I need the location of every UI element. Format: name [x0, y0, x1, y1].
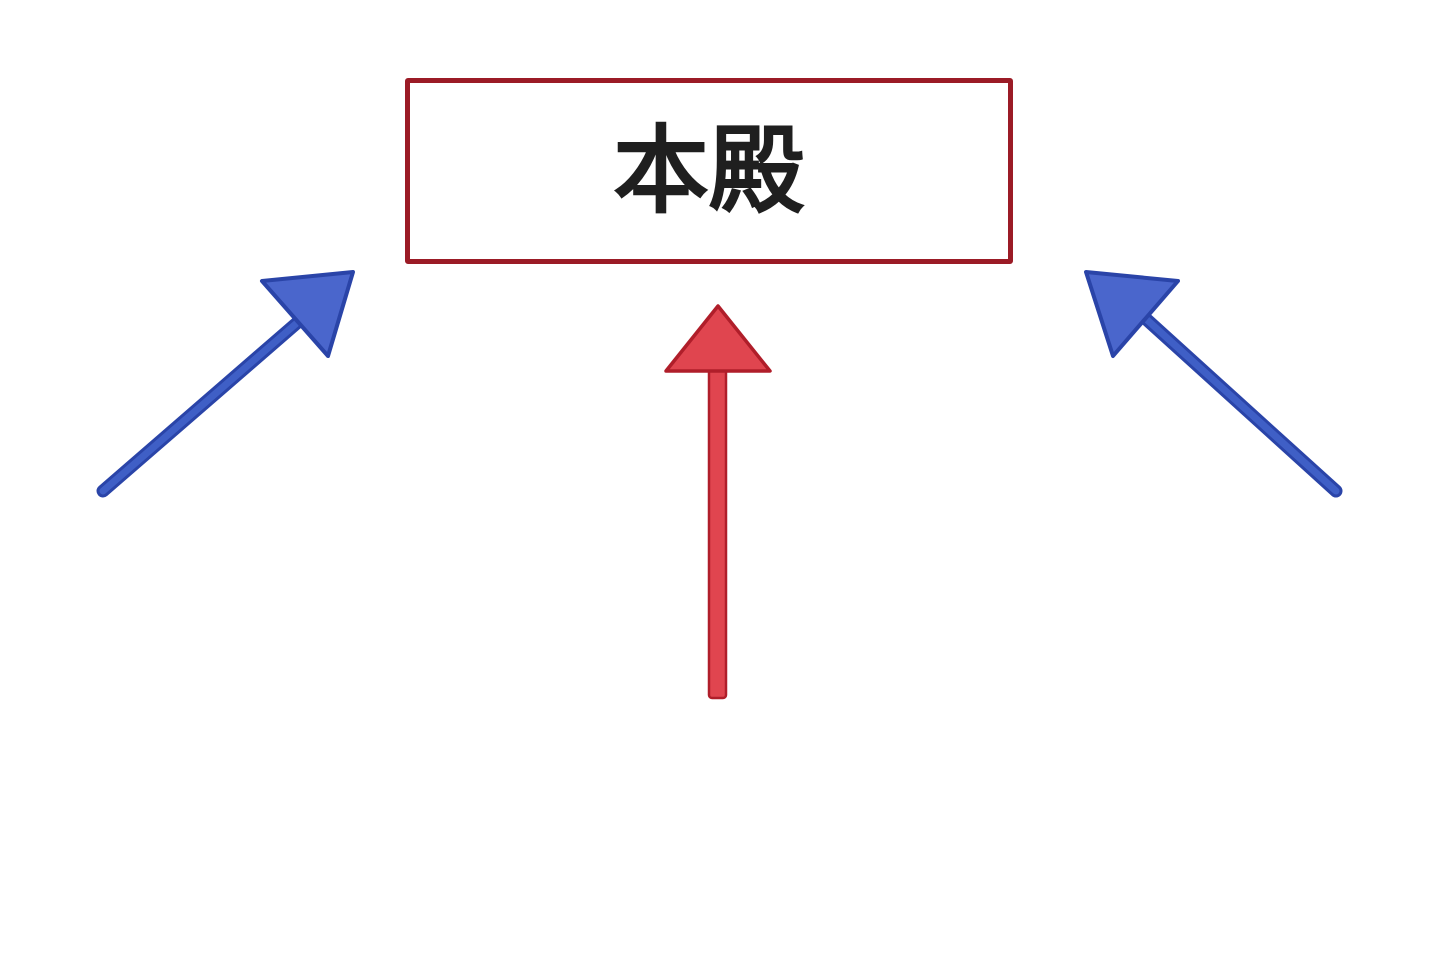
arrow-left-head	[260, 270, 355, 358]
arrow-left-shaft-fill	[99, 318, 302, 495]
arrow-center	[664, 304, 772, 700]
main-node-label: 本殿	[613, 115, 805, 227]
arrow-center-head	[664, 304, 772, 373]
arrow-left	[96, 270, 355, 498]
main-node-box: 本殿	[405, 78, 1013, 264]
arrow-right-head	[1084, 270, 1180, 358]
arrow-right-shaft-fill	[1141, 314, 1340, 495]
arrow-right	[1084, 270, 1343, 498]
arrow-center-shaft	[707, 366, 728, 700]
